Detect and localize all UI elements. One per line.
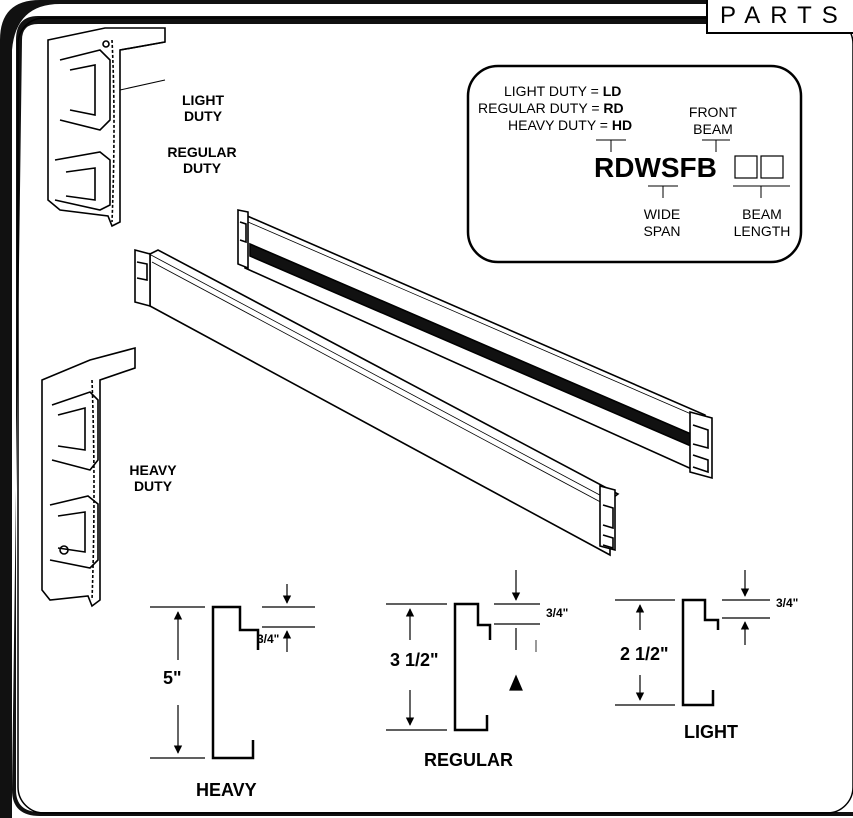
section-tab: PARTS [706, 0, 853, 34]
length-box-2 [760, 155, 784, 179]
part-key-box [466, 64, 803, 264]
length-box-1 [734, 155, 758, 179]
light-lip: 3/4" [776, 596, 799, 610]
regular-profile [453, 602, 492, 732]
label-light-duty: LIGHT DUTY [182, 92, 224, 124]
label-heavy-duty: HEAVY DUTY [129, 462, 177, 494]
section-tab-text: PARTS [720, 2, 848, 29]
back-beam [237, 209, 713, 480]
heavy-lip: 3/4" [257, 632, 280, 646]
light-height: 2 1/2" [620, 644, 669, 664]
key-light-code: LD [602, 83, 622, 99]
key-regular-code: RD [603, 100, 624, 116]
label-regular-duty: REGULAR DUTY [167, 144, 237, 176]
regular-height: 3 1/2" [390, 650, 439, 670]
regular-name: REGULAR [424, 750, 513, 770]
light-dims [615, 570, 770, 706]
light-name: LIGHT [684, 722, 738, 742]
key-row-light: LIGHT DUTY = LD [504, 83, 621, 100]
heavy-name: HEAVY [196, 780, 257, 800]
regular-dims [386, 570, 540, 731]
regular-lip: 3/4" [546, 606, 569, 620]
key-heavy-label: HEAVY DUTY = [508, 117, 612, 133]
heavy-dims [150, 584, 315, 759]
upright-heavy [41, 346, 136, 608]
key-regular-label: REGULAR DUTY = [478, 100, 604, 116]
key-wide-span: WIDE SPAN [643, 206, 681, 239]
key-beam-length: BEAM LENGTH [733, 206, 791, 239]
upright-light-regular [47, 27, 166, 228]
key-front-beam: FRONT BEAM [688, 104, 738, 137]
heavy-height: 5" [163, 668, 182, 688]
key-light-label: LIGHT DUTY = [504, 83, 603, 99]
front-beam [134, 248, 620, 557]
key-heavy-code: HD [611, 117, 633, 133]
part-code: RDWSFB [594, 152, 717, 183]
key-row-regular: REGULAR DUTY = RD [478, 100, 624, 117]
key-row-heavy: HEAVY DUTY = HD [508, 117, 632, 134]
heavy-profile [211, 605, 260, 760]
light-profile [681, 598, 720, 707]
part-key-lines [596, 139, 790, 198]
